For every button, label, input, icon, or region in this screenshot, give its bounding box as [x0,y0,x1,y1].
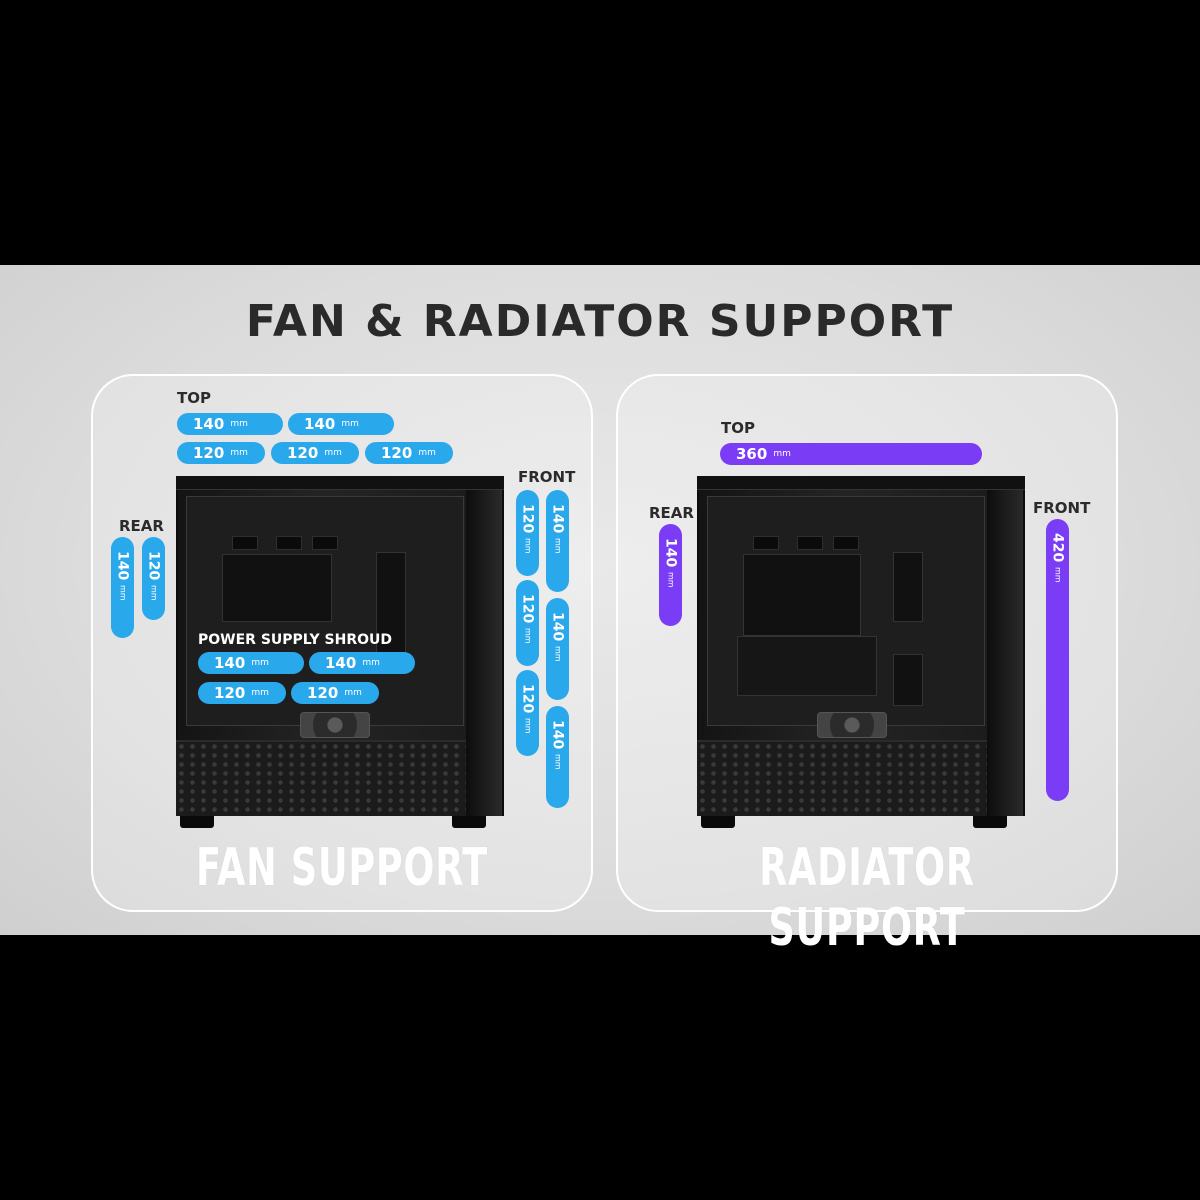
fan-front-140-pill: 140mm [546,490,569,592]
fan-front-120-pill: 120mm [516,490,539,576]
page-title: FAN & RADIATOR SUPPORT [245,296,955,347]
fan-rear-label: REAR [119,517,164,535]
fan-rear-140-pill: 140mm [111,537,134,638]
fan-front-140-pill: 140mm [546,598,569,700]
psu-shroud-label: POWER SUPPLY SHROUD [198,632,393,648]
radiator-support-caption: RADIATOR SUPPORT [759,838,975,958]
radiator-rear-label: REAR [649,504,694,522]
fan-top-label: TOP [177,389,211,407]
fan-front-140-pill: 140mm [546,706,569,808]
fan-rear-120-pill: 120mm [142,537,165,620]
radiator-front-420-pill: 420mm [1046,519,1069,801]
fan-support-caption: FAN SUPPORT [196,838,488,898]
radiator-top-label: TOP [721,419,755,437]
radiator-front-label: FRONT [1033,499,1091,517]
fan-front-120-pill: 120mm [516,580,539,666]
radiator-rear-140-pill: 140mm [659,524,682,626]
pc-case-image [697,476,1025,828]
fan-front-120-pill: 120mm [516,670,539,756]
fan-front-label: FRONT [518,468,576,486]
